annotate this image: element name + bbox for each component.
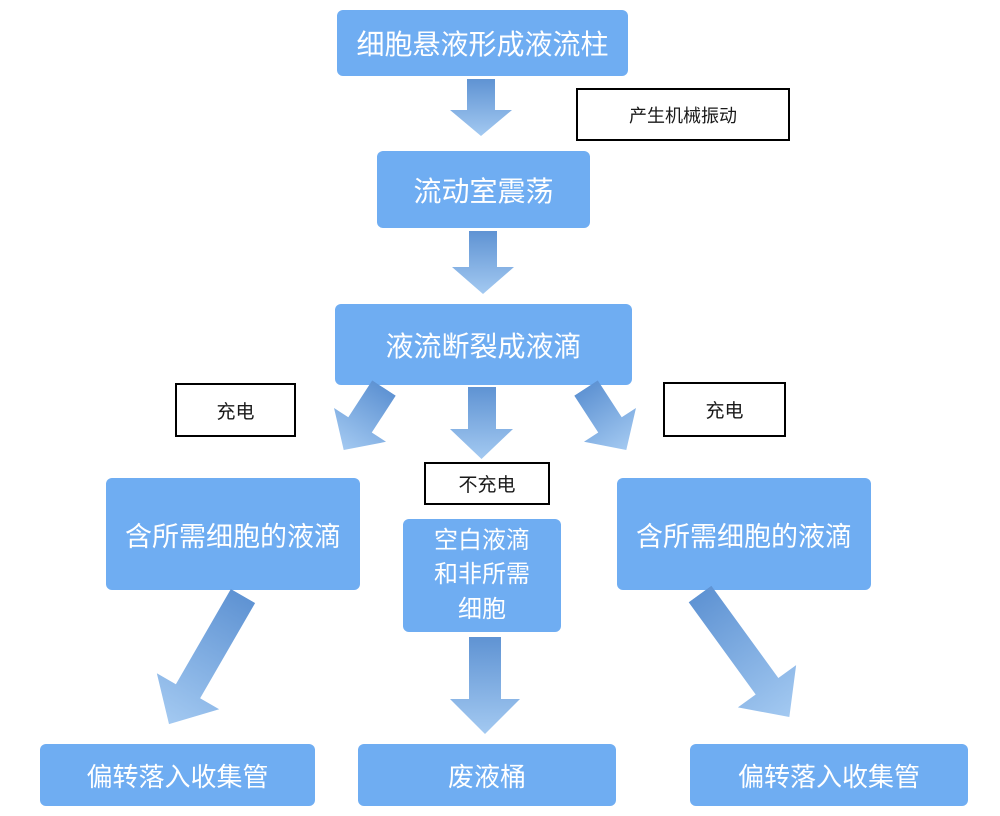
node-desired-cells-right: 含所需细胞的液滴	[617, 478, 871, 590]
node-waste-bucket: 废液桶	[358, 744, 616, 806]
arrow-desired-left-to-collect	[138, 578, 274, 742]
arrow-droplets-to-desired-right	[560, 371, 652, 467]
annotation-charge-right: 充电	[663, 382, 786, 437]
annotation-charge-left: 充电	[175, 383, 296, 437]
node-collect-tube-left: 偏转落入收集管	[40, 744, 315, 806]
arrow-chamber-to-droplets	[452, 231, 514, 294]
node-cell-suspension: 细胞悬液形成液流柱	[337, 10, 628, 76]
node-blank-droplets: 空白液滴 和非所需 细胞	[403, 519, 561, 632]
node-desired-cells-left: 含所需细胞的液滴	[106, 478, 360, 590]
arrow-stream-to-chamber	[450, 79, 512, 136]
node-stream-breaks-droplets: 液流断裂成液滴	[335, 304, 632, 385]
arrow-desired-right-to-collect	[671, 573, 819, 738]
arrow-droplets-to-desired-left	[318, 371, 410, 467]
arrow-blank-to-waste	[450, 637, 520, 734]
node-collect-tube-right: 偏转落入收集管	[690, 744, 968, 806]
node-flow-chamber: 流动室震荡	[377, 151, 590, 228]
annotation-no-charge: 不充电	[424, 462, 550, 505]
arrow-droplets-to-blank	[450, 387, 513, 459]
annotation-mechanical-vibration: 产生机械振动	[576, 88, 790, 141]
